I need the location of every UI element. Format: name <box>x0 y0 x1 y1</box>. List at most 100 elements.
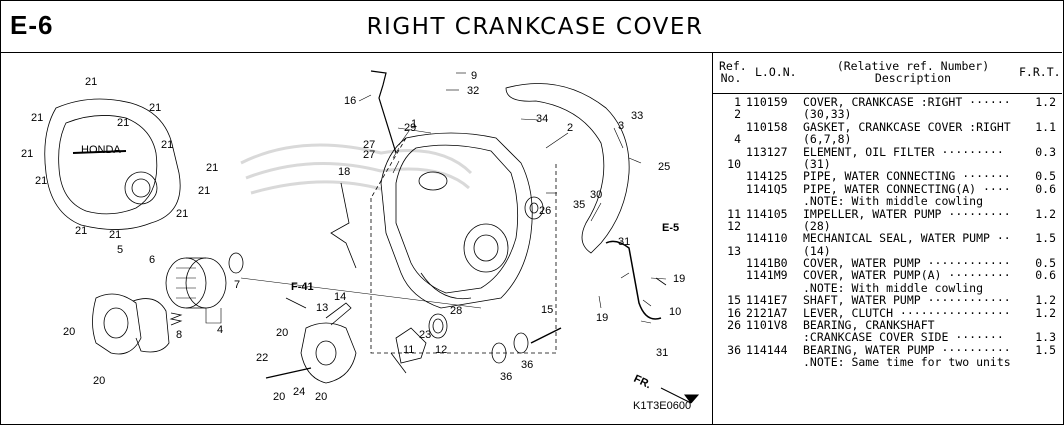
description-cell: BEARING, CRANKSHAFT <box>803 318 935 333</box>
callout-22: 22 <box>256 352 268 364</box>
callout-20c: 20 <box>276 327 288 339</box>
table-row: 2(30,33) <box>713 108 1062 120</box>
table-row: :CRANKCASE COVER SIDE ·······1.3 <box>713 331 1062 343</box>
callout-20e: 20 <box>315 391 327 403</box>
header-desc-line1: (Relative ref. Number) <box>836 59 990 73</box>
ref-cell: 26 <box>727 318 741 333</box>
water-pump-drawing <box>265 297 357 384</box>
water-pipe-drawing <box>605 240 662 320</box>
description-cell: ELEMENT, OIL FILTER ········· <box>803 144 1004 159</box>
lon-cell: 113127 <box>746 144 788 159</box>
crankcase-cover-drawing <box>380 132 533 309</box>
callout-21d: 21 <box>31 112 43 124</box>
callout-21k: 21 <box>75 225 87 237</box>
description-cell: .NOTE: With middle cowling <box>803 194 984 209</box>
callout-36a: 36 <box>500 371 512 383</box>
callout-10: 10 <box>669 306 681 318</box>
callout-29: 29 <box>404 122 416 134</box>
callout-16: 16 <box>344 95 356 107</box>
callout-24: 24 <box>293 386 305 398</box>
callout-21a: 21 <box>85 76 97 88</box>
header-ref: Ref. No. <box>719 60 747 85</box>
impeller-drawing <box>390 327 427 374</box>
header-rule <box>713 93 1062 94</box>
table-row: .NOTE: With middle cowling <box>713 282 1062 294</box>
lon-cell: 114105 <box>746 206 788 221</box>
callout-14: 14 <box>334 291 346 303</box>
callout-15: 15 <box>541 304 553 316</box>
page-code: E-6 <box>10 10 54 40</box>
description-cell: COVER, WATER PUMP ············ <box>803 256 1011 271</box>
description-cell: PIPE, WATER CONNECTING(A) ···· <box>803 181 1011 196</box>
callout-31b: 31 <box>656 347 668 359</box>
callout-6: 6 <box>149 254 155 266</box>
callout-21i: 21 <box>198 185 210 197</box>
callout-33: 33 <box>631 110 643 122</box>
lon-cell: 114144 <box>746 342 788 357</box>
frt-cell: 1.3 <box>1035 330 1056 345</box>
description-cell: GASKET, CRANKCASE COVER :RIGHT <box>803 119 1011 134</box>
ref-cell: 12 <box>727 218 741 233</box>
lon-cell: 1141Q5 <box>746 181 788 196</box>
callout-13: 13 <box>316 302 328 314</box>
frt-cell: 1.2 <box>1035 95 1056 109</box>
generator-cover-drawing: HONDA <box>44 98 181 230</box>
lon-cell: 1141E7 <box>746 293 788 308</box>
table-row: 12(28) <box>713 220 1062 232</box>
lon-cell: 114110 <box>746 231 788 246</box>
description-cell: SHAFT, WATER PUMP ············ <box>803 293 1011 308</box>
callout-25: 25 <box>658 161 670 173</box>
ref-cell: 2 <box>734 107 741 122</box>
frt-cell: 0.6 <box>1035 268 1056 283</box>
frt-cell: 1.2 <box>1035 206 1056 221</box>
watermark-logo <box>240 143 473 195</box>
callout-3: 3 <box>618 120 624 132</box>
exploded-parts-diagram: HONDA <box>21 70 700 412</box>
callout-21j: 21 <box>176 208 188 220</box>
frt-cell: 0.5 <box>1035 169 1056 184</box>
ref-cell: 4 <box>734 132 741 147</box>
image-code: K1T3E0600 <box>633 400 691 412</box>
callout-2: 2 <box>567 122 573 134</box>
table-row: .NOTE: Same time for two units <box>713 356 1062 368</box>
table-row: 26 1101V8 BEARING, CRANKSHAFT <box>713 319 1062 331</box>
callout-1: 1 <box>411 118 417 130</box>
callout-19a: 19 <box>673 273 685 285</box>
callout-21e: 21 <box>21 148 33 160</box>
description-cell: (31) <box>803 156 831 171</box>
lon-cell: 2121A7 <box>746 305 788 320</box>
callout-36b: 36 <box>521 359 533 371</box>
lon-cell: 1101V8 <box>746 318 788 333</box>
callout-20a: 20 <box>63 326 75 338</box>
frt-cell: 0.6 <box>1035 181 1056 196</box>
header-desc-line2: Description <box>874 71 952 85</box>
ref-cell: 10 <box>727 156 741 171</box>
ref-e5: E-5 <box>662 222 679 234</box>
page-title: RIGHT CRANKCASE COVER <box>366 14 704 40</box>
callout-numbers: 1 2 3 4 5 6 7 8 9 10 11 12 13 14 15 16 1… <box>21 70 700 412</box>
frt-cell: 1.1 <box>1035 119 1056 134</box>
lon-cell: 1141M9 <box>746 268 788 283</box>
callout-21c: 21 <box>149 102 161 114</box>
ref-f41: F-41 <box>291 281 314 293</box>
ref-cell: 1 <box>734 95 741 109</box>
description-cell: .NOTE: With middle cowling <box>803 280 984 295</box>
callout-21l: 21 <box>109 229 121 241</box>
callout-21b: 21 <box>117 117 129 129</box>
description-cell: PIPE, WATER CONNECTING ······· <box>803 169 1011 184</box>
callout-26: 26 <box>539 205 551 217</box>
description-cell: (14) <box>803 243 831 258</box>
header-ref-line2: No. <box>720 71 742 85</box>
page-header: E-6 RIGHT CRANKCASE COVER <box>0 0 1062 53</box>
table-row: 13(14) <box>713 245 1062 257</box>
description-cell: .NOTE: Same time for two units <box>803 355 1011 370</box>
